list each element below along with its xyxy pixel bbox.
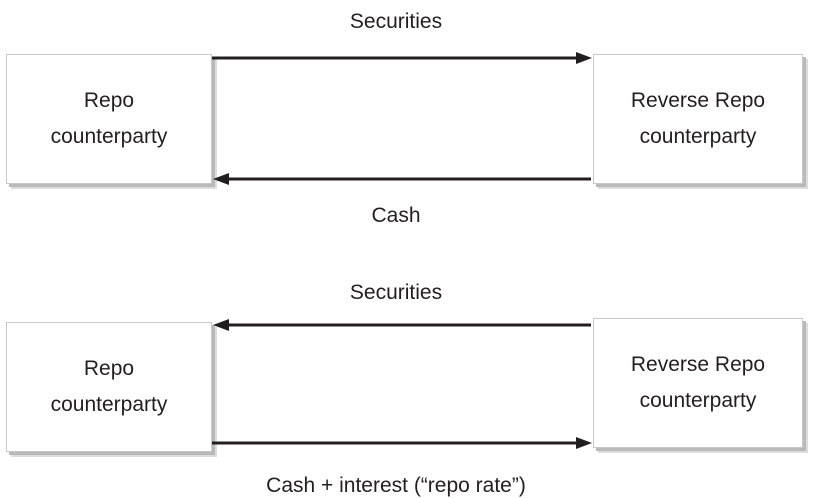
reverse-repo-counterparty-box-start: Reverse Repo counterparty xyxy=(593,54,803,184)
repo-counterparty-line1: Repo xyxy=(83,89,135,112)
repo-counterparty-box-start: Repo counterparty xyxy=(6,54,212,184)
repo-counterparty-line2: counterparty xyxy=(50,393,168,416)
reverse-repo-counterparty-box-end: Reverse Repo counterparty xyxy=(593,318,803,448)
arrow-securities-to-reverse-repo xyxy=(212,52,592,64)
securities-label-start: Securities xyxy=(349,10,443,33)
repo-counterparty-box-end: Repo counterparty xyxy=(6,322,212,452)
arrow-cash-plus-interest-to-reverse-repo xyxy=(212,437,592,449)
securities-label-end: Securities xyxy=(349,281,443,304)
repo-counterparty-line1: Repo xyxy=(83,357,135,380)
arrow-securities-to-repo xyxy=(213,319,591,331)
cash-label-start: Cash xyxy=(371,204,421,227)
reverse-repo-counterparty-line2: counterparty xyxy=(639,389,757,412)
reverse-repo-counterparty-line1: Reverse Repo xyxy=(630,89,766,112)
repo-counterparty-line2: counterparty xyxy=(50,125,168,148)
cash-plus-interest-label: Cash + interest (“repo rate”) xyxy=(266,474,526,497)
arrow-cash-to-repo xyxy=(213,173,591,185)
reverse-repo-counterparty-line2: counterparty xyxy=(639,125,757,148)
reverse-repo-counterparty-line1: Reverse Repo xyxy=(630,353,766,376)
